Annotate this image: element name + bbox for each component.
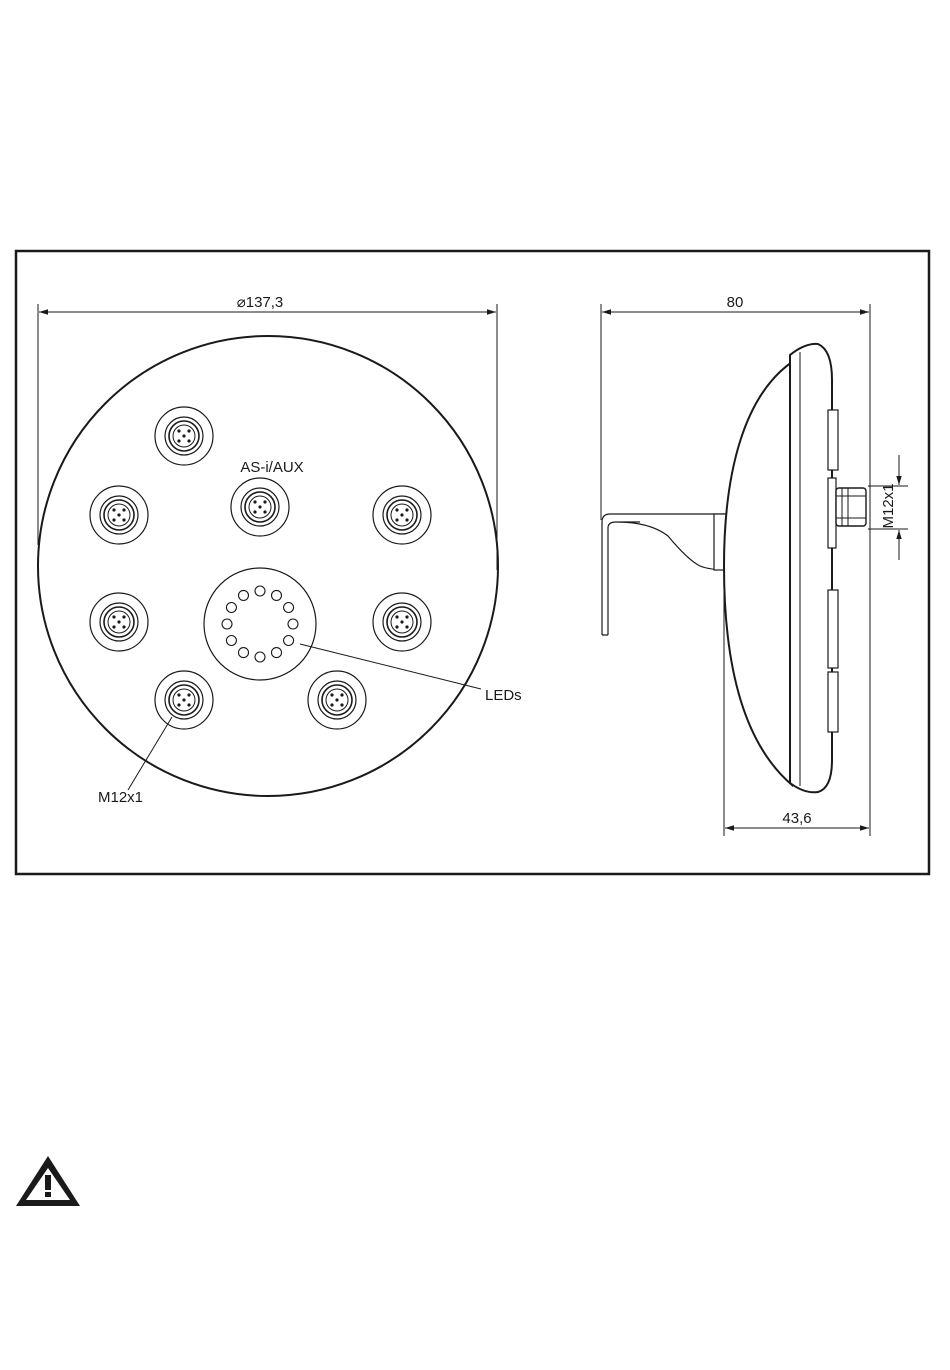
led [272, 648, 282, 658]
m12-connector [155, 407, 213, 465]
m12-connector [90, 486, 148, 544]
led [272, 590, 282, 600]
led [255, 586, 265, 596]
as-i-aux-connector [231, 478, 289, 536]
leds-label: LEDs [485, 687, 522, 704]
m12-connector [90, 593, 148, 651]
led [239, 590, 249, 600]
front-view: ⌀137,3 AS-i/AUX LEDs M12x1 [38, 294, 522, 806]
warning-triangle-icon [16, 1156, 80, 1206]
m12-connector [373, 593, 431, 651]
housing-disc [38, 336, 498, 796]
led [288, 619, 298, 629]
m12-connector [373, 486, 431, 544]
side-connector-lower-2 [828, 672, 838, 732]
leds-leader-line [300, 644, 481, 689]
side-view: 80 M12x1 43,6 [601, 294, 908, 836]
side-thread-label: M12x1 [880, 483, 897, 528]
housing-side-profile [724, 362, 792, 785]
led [222, 619, 232, 629]
led [226, 636, 236, 646]
led-ring [222, 586, 298, 662]
m12-thread-stub [836, 488, 866, 526]
diameter-label: ⌀137,3 [237, 294, 284, 311]
led [284, 603, 294, 613]
side-connector-upper [828, 410, 838, 470]
led [284, 636, 294, 646]
mounting-bracket [602, 514, 728, 635]
led [226, 603, 236, 613]
m12-connector [155, 671, 213, 729]
m12-connector [308, 671, 366, 729]
side-connector-lower-1 [828, 590, 838, 668]
thread-label: M12x1 [98, 789, 143, 806]
led-window [204, 568, 316, 680]
depth-label: 43,6 [782, 810, 811, 827]
width-label: 80 [727, 294, 744, 311]
led [255, 652, 265, 662]
as-i-aux-label: AS-i/AUX [240, 459, 303, 476]
led [239, 648, 249, 658]
